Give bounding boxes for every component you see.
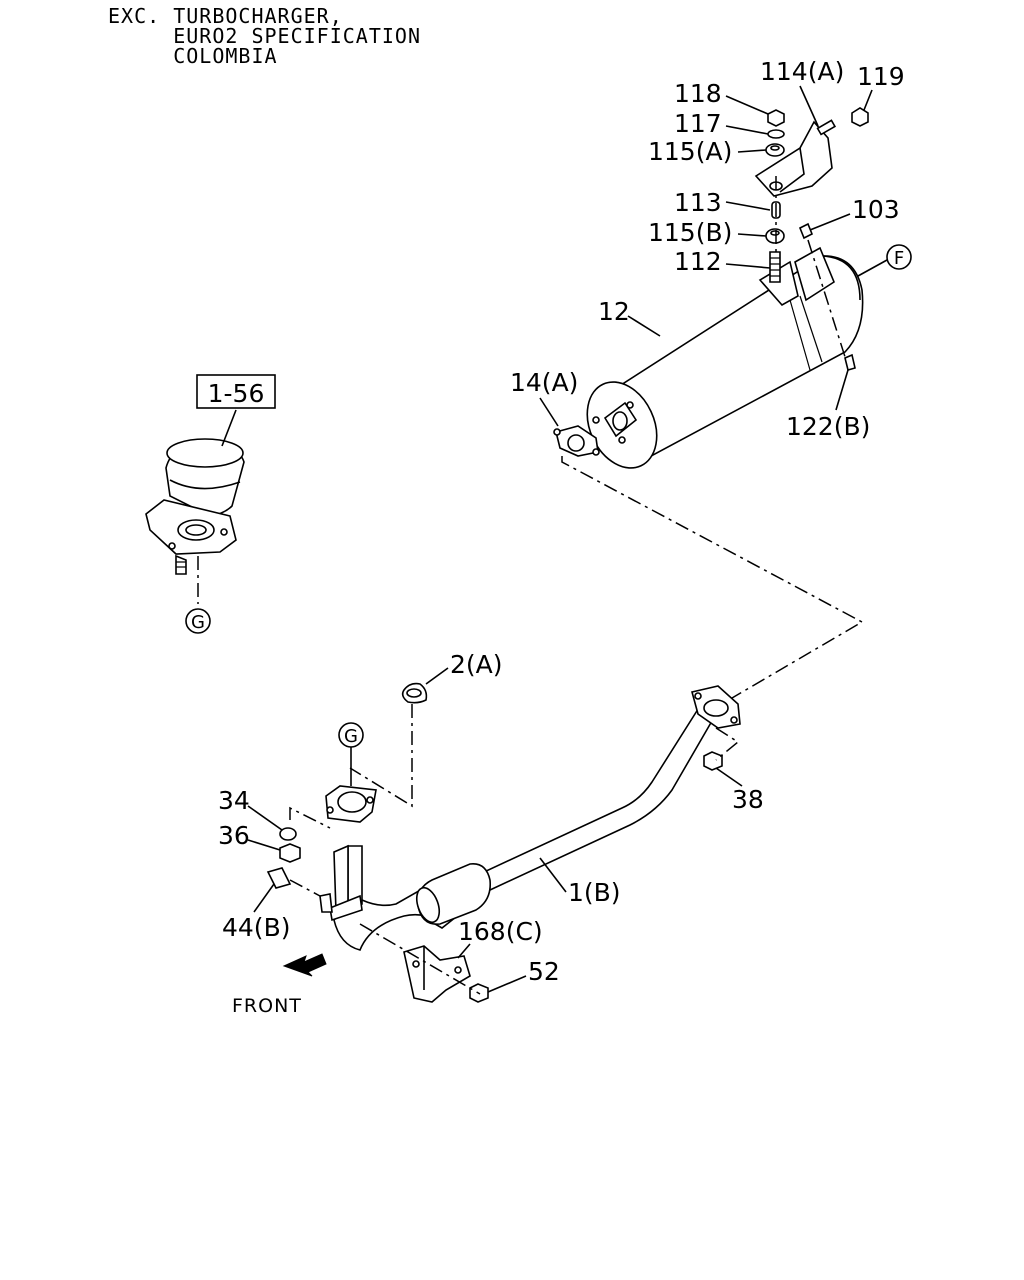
nut-38[interactable]: [703, 751, 723, 771]
label-118[interactable]: 118: [674, 79, 722, 108]
bolt-112[interactable]: [769, 251, 781, 283]
header-line-3: COLOMBIA: [108, 44, 278, 68]
label-168c[interactable]: 168(C): [458, 917, 543, 946]
front-pipe-1b[interactable]: [319, 704, 718, 951]
circle-ref-g-manifold-label[interactable]: G: [191, 612, 205, 633]
bolt-103[interactable]: [798, 222, 814, 240]
label-114a[interactable]: 114(A): [760, 57, 844, 86]
label-34[interactable]: 34: [218, 786, 250, 815]
label-115a[interactable]: 115(A): [648, 137, 732, 166]
bolt-122b[interactable]: [844, 353, 856, 371]
label-112[interactable]: 112: [674, 247, 722, 276]
label-117[interactable]: 117: [674, 109, 722, 138]
label-103[interactable]: 103: [852, 195, 900, 224]
label-119[interactable]: 119: [857, 62, 905, 91]
header-line-2: EURO2 SPECIFICATION: [108, 24, 421, 48]
label-1b[interactable]: 1(B): [568, 878, 621, 907]
label-38[interactable]: 38: [732, 785, 764, 814]
washer-34[interactable]: [279, 827, 297, 841]
label-14a[interactable]: 14(A): [510, 368, 578, 397]
label-122b[interactable]: 122(B): [786, 412, 870, 441]
label-12[interactable]: 12: [598, 297, 630, 326]
label-36[interactable]: 36: [218, 821, 250, 850]
hanger-bracket-114a[interactable]: [754, 120, 833, 197]
bolt-44b[interactable]: [266, 867, 292, 889]
circle-ref-f: [886, 244, 912, 270]
front-label: FRONT: [232, 995, 302, 1017]
front-arrow-icon: [282, 953, 327, 977]
nut-118[interactable]: [767, 109, 785, 127]
label-2a[interactable]: 2(A): [450, 650, 503, 679]
reference-box-label[interactable]: 1-56: [208, 379, 265, 408]
circle-ref-g-manifold: [185, 608, 211, 634]
header-line-1: EXC. TURBOCHARGER,: [108, 4, 343, 28]
label-113[interactable]: 113: [674, 188, 722, 217]
circle-ref-g-pipe-label[interactable]: G: [344, 726, 358, 747]
nut-36[interactable]: [279, 843, 301, 863]
bracket-168c[interactable]: [403, 945, 471, 1003]
washer-117[interactable]: [767, 129, 785, 139]
circle-ref-f-label[interactable]: F: [894, 248, 904, 269]
muffler[interactable]: [574, 255, 864, 479]
nut-119[interactable]: [851, 107, 869, 127]
label-44b[interactable]: 44(B): [222, 913, 290, 942]
label-52[interactable]: 52: [528, 957, 560, 986]
reference-box-frame: [196, 374, 276, 409]
exhaust-manifold: [145, 438, 245, 604]
label-115b[interactable]: 115(B): [648, 218, 732, 247]
